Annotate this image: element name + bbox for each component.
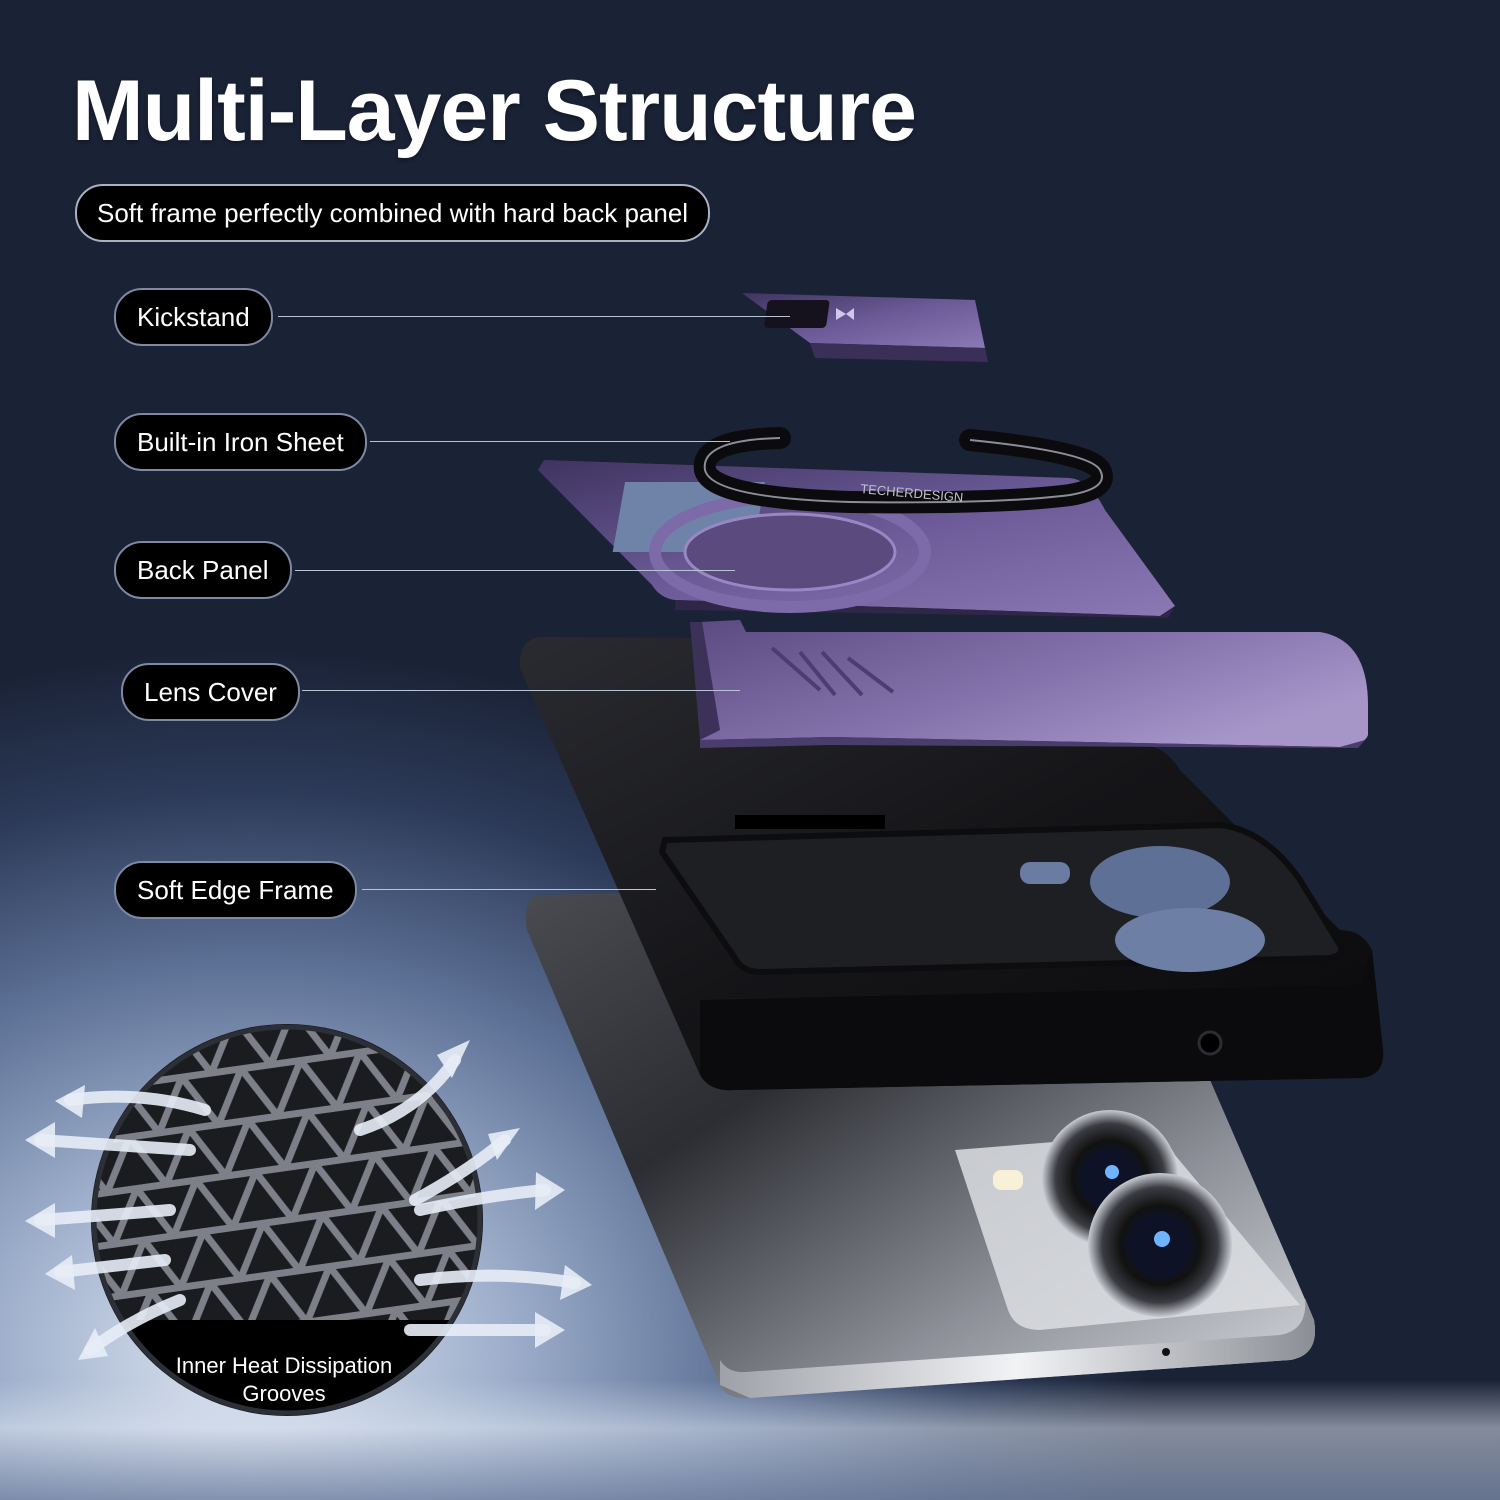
camera-lens-icon: [993, 1110, 1232, 1317]
airflow-arrow-icon: [34, 1054, 581, 1356]
subtitle-pill: Soft frame perfectly combined with hard …: [75, 184, 711, 242]
page-title: Multi-Layer Structure: [72, 63, 917, 159]
leader-line-back-panel: [295, 570, 735, 571]
label-iron-sheet: Built-in Iron Sheet: [114, 413, 367, 471]
leader-line-iron-sheet: [370, 441, 730, 442]
iron-sheet-icon: TECHERDESIGN: [693, 427, 1113, 514]
leader-line-kickstand: [278, 316, 790, 317]
label-soft-edge-frame: Soft Edge Frame: [114, 861, 357, 919]
heat-dissipation-caption: Inner Heat Dissipation Grooves: [175, 1353, 393, 1406]
lens-cover-icon: [690, 620, 1368, 748]
label-back-panel: Back Panel: [114, 541, 292, 599]
kickstand-icon: [742, 293, 988, 362]
label-lens-cover: Lens Cover: [121, 663, 300, 721]
label-kickstand: Kickstand: [114, 288, 273, 346]
soft-edge-frame-icon: [519, 637, 1384, 1091]
leader-line-lens-cover: [302, 690, 740, 691]
leader-line-soft-edge-frame: [362, 889, 656, 890]
